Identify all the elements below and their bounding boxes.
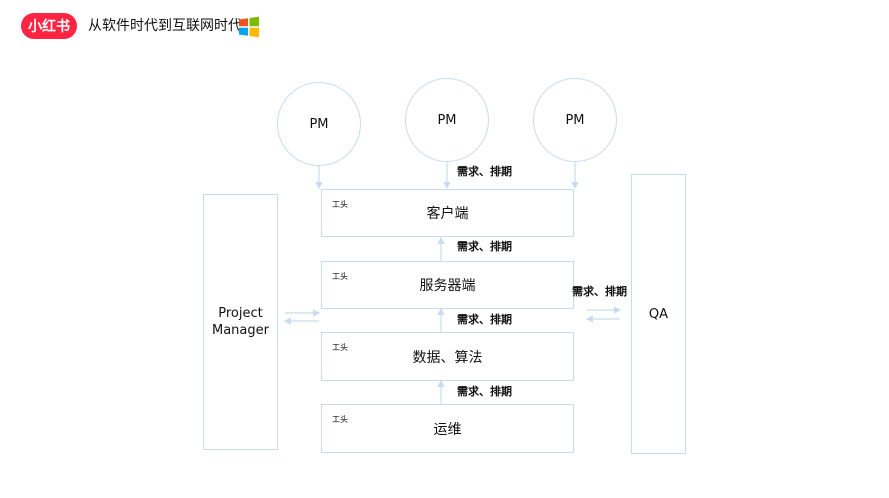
edge-label-pm-client: 需求、排期: [457, 165, 512, 178]
edge-label-server-qa: 需求、排期: [572, 285, 627, 298]
data-algorithm-layer-box: 工头 数据、算法: [321, 332, 574, 381]
qa-box: QA: [631, 174, 686, 454]
pm-node-middle: PM: [405, 78, 489, 162]
layer-label: 客户端: [426, 206, 469, 222]
project-manager-label: Project Manager: [212, 306, 269, 338]
layer-tag: 工头: [332, 415, 348, 424]
layer-label: 运维: [433, 421, 462, 438]
server-layer-box: 工头 服务器端: [321, 261, 574, 309]
edge-label-data-ops: 需求、排期: [457, 385, 512, 398]
client-layer-box: 工头 客户端: [321, 189, 574, 237]
ops-layer-box: 工头 运维: [321, 404, 574, 453]
project-manager-box: Project Manager: [203, 194, 278, 450]
edge-label-server-data: 需求、排期: [457, 313, 512, 326]
qa-label: QA: [648, 306, 669, 322]
layer-label: 数据、算法: [412, 349, 483, 366]
layer-tag: 工头: [332, 343, 348, 352]
page-title: 从软件时代到互联网时代: [88, 18, 242, 34]
windows-logo-icon: [239, 16, 259, 38]
brand-logo: 小红书: [21, 13, 77, 39]
edge-label-client-server: 需求、排期: [457, 240, 512, 253]
layer-label: 服务器端: [419, 278, 476, 294]
layer-tag: 工头: [332, 200, 348, 209]
pm-node-left: PM: [277, 82, 361, 166]
layer-tag: 工头: [332, 272, 348, 281]
pm-node-right: PM: [533, 78, 617, 162]
